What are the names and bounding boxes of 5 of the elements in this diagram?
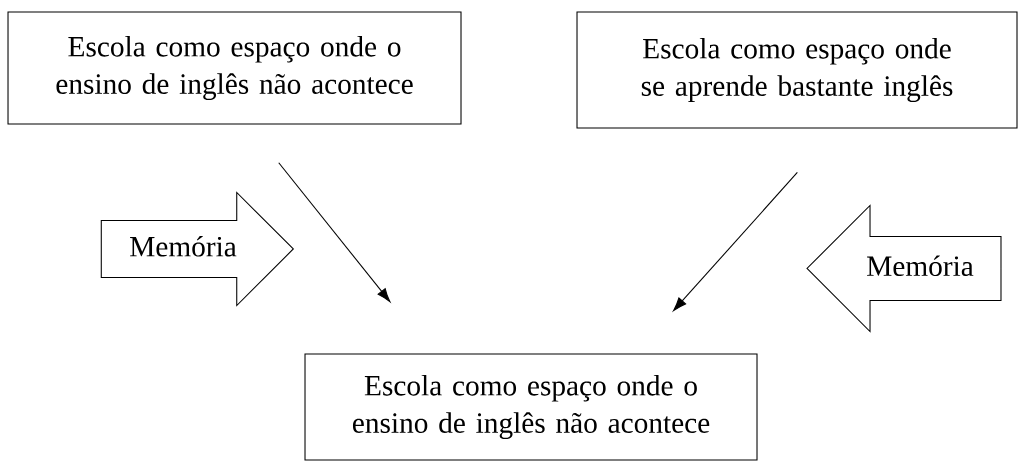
text-box: Escola como espaço onde se aprende bastante inglês	[576, 11, 1018, 129]
arrow	[673, 171, 798, 312]
text-box: Escola como espaço onde o ensino de inglês não acontece	[7, 11, 462, 125]
arrow	[278, 162, 391, 303]
text-box: Escola como espaço onde o ensino de inglês não acontece	[304, 353, 758, 461]
